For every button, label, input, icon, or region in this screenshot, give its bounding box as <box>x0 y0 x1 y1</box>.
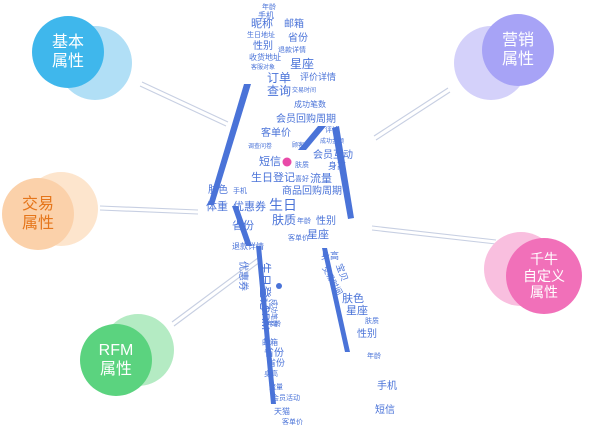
figure-hip-slash <box>232 206 252 246</box>
figure-word: 星座 <box>290 56 314 71</box>
connector-rfm-2 <box>173 261 261 327</box>
figure-torso-slash <box>298 126 326 150</box>
figure-word: 订单 <box>267 71 291 85</box>
figure-word: 邮箱 <box>284 17 304 30</box>
figure-word: 省份 <box>264 346 284 359</box>
figure-word: 省份 <box>232 219 254 232</box>
figure-word: 短信 <box>259 154 281 168</box>
figure-word: 年龄 <box>267 319 281 328</box>
figure-left-leg <box>256 246 276 404</box>
figure-word: CRM <box>259 305 271 330</box>
figure-word: 年龄 <box>367 351 381 360</box>
figure-word: 客单价 <box>282 417 303 426</box>
figure-left-arm <box>208 84 251 205</box>
figure-word: 交易时间 <box>292 86 316 94</box>
figure-word: 邮箱 <box>262 337 278 347</box>
category-trade: 交易 属性 <box>0 170 108 262</box>
figure-word: 收货地址 <box>249 52 281 62</box>
figure-word: 性别 <box>357 327 377 340</box>
figure-word: 评论 <box>325 125 339 134</box>
connector-custom <box>371 225 497 241</box>
figure-word: 评价详情 <box>300 71 336 82</box>
figure-word: 流量 <box>310 171 332 185</box>
figure-knee-dot <box>276 283 282 289</box>
figure-word: 成功笔数 <box>270 299 279 327</box>
figure-word: 优惠券 <box>233 199 266 213</box>
category-rfm: RFM 属性 <box>80 312 188 404</box>
figure-word: 性别 <box>316 214 336 227</box>
figure-word: 生日登记 <box>258 262 273 310</box>
figure-word: 客服对象 <box>251 63 275 71</box>
category-rfm-label: RFM 属性 <box>80 324 152 396</box>
figure-word: 商品回购周期 <box>282 184 342 197</box>
figure-word: 地址 <box>261 30 275 39</box>
connector-marketing-2 <box>375 91 451 141</box>
figure-word: 会员活动 <box>272 393 300 402</box>
figure-word: 优惠券 <box>237 261 250 291</box>
category-basic: 基本 属性 <box>28 12 136 104</box>
figure-word: 身高 <box>321 250 339 261</box>
figure-word: 流量 <box>269 382 283 391</box>
figure-word: 省份 <box>288 31 308 44</box>
category-custom: 千牛 自定义 属性 <box>484 222 588 318</box>
figure-word: 手机 <box>258 10 274 20</box>
category-marketing-label: 营销 属性 <box>482 14 554 86</box>
category-marketing: 营销 属性 <box>452 14 562 106</box>
figure-word: 省份 <box>267 357 285 368</box>
connector-rfm <box>171 257 259 323</box>
connector-custom-2 <box>371 229 497 245</box>
connector-trade-2 <box>99 209 199 215</box>
figure-word: 身高 <box>328 160 346 171</box>
figure-word: 年龄 <box>297 216 311 225</box>
figure-word: 肤质 <box>272 212 296 227</box>
figure-word: 生日 <box>269 197 297 213</box>
figure-word: 体重 <box>206 199 228 213</box>
figure-word: 天猫 <box>274 406 290 416</box>
figure-word: 年龄 <box>262 2 276 11</box>
figure-right-leg <box>322 248 350 352</box>
figure-word: 星座 <box>307 227 329 241</box>
figure-word: 肤质 <box>365 316 379 325</box>
figure-word: 会员互动 <box>313 148 353 161</box>
figure-word: 短信 <box>375 403 395 416</box>
figure-word: 客单价 <box>261 126 291 139</box>
figure-word: 昵称 <box>251 16 273 30</box>
figure-word: 退款详情 <box>278 45 306 54</box>
figure-word: 生日登记 <box>251 170 295 184</box>
figure-word: 生日 <box>247 30 261 39</box>
figure-word: 成功笔数 <box>294 99 326 109</box>
category-custom-label: 千牛 自定义 属性 <box>506 238 582 314</box>
figure-word: 顾客 <box>292 141 304 149</box>
connector-basic-2 <box>139 85 227 127</box>
figure-word: 身高 <box>264 369 278 378</box>
figure-right-arm <box>332 126 354 219</box>
figure-word: 手机 <box>233 186 247 195</box>
category-trade-label: 交易 属性 <box>2 178 74 250</box>
category-basic-label: 基本 属性 <box>32 16 104 88</box>
figure-heart-dot <box>282 157 292 167</box>
figure-word: 肤色 <box>208 183 228 196</box>
figure-word: 肤色 <box>342 291 364 305</box>
figure-word: 客单价 <box>288 233 309 242</box>
connector-trade <box>99 205 199 211</box>
figure-word: 性别 <box>253 39 273 52</box>
connector-marketing <box>373 87 449 137</box>
figure-word: 喜好 <box>295 174 309 183</box>
figure-word: 肤质 <box>295 160 309 169</box>
figure-word: 调查问卷 <box>248 142 272 150</box>
figure-word: 会员回购周期 <box>276 112 336 125</box>
figure-word: 查询 <box>267 84 291 98</box>
connector-basic <box>141 81 229 123</box>
figure-word: 手机 <box>377 379 397 392</box>
figure-word: 退款详情 <box>232 241 264 251</box>
figure-word: 星座 <box>346 303 368 317</box>
figure-word: 成功金额 <box>320 137 344 145</box>
